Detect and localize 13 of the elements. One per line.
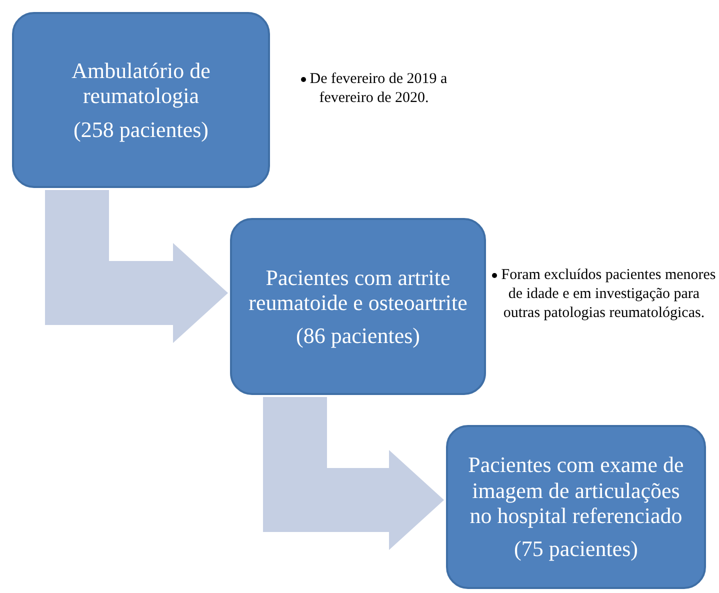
patient-count: (258 pacientes) xyxy=(74,116,208,142)
bullet-note: De fevereiro de 2019 a fevereiro de 2020. xyxy=(294,70,454,108)
patient-count: (86 pacientes) xyxy=(296,323,420,348)
bent-arrow xyxy=(45,190,228,343)
patient-count: (75 pacientes) xyxy=(514,536,638,562)
box-title: Pacientes com exame de imagem de articulações no hospital referenciado xyxy=(467,452,685,528)
bullet-note: Foram excluídos pacientes menores de idade e em investigação para outras patologias reumatológicas. xyxy=(490,266,718,322)
box-title: Pacientes com artrite reumatoide e osteoartrite xyxy=(248,264,468,316)
process-box xyxy=(12,12,270,188)
box-title: Ambulatório de reumatologia xyxy=(70,58,212,109)
process-box xyxy=(230,218,486,395)
process-box xyxy=(446,425,706,589)
bent-arrow xyxy=(263,397,444,550)
